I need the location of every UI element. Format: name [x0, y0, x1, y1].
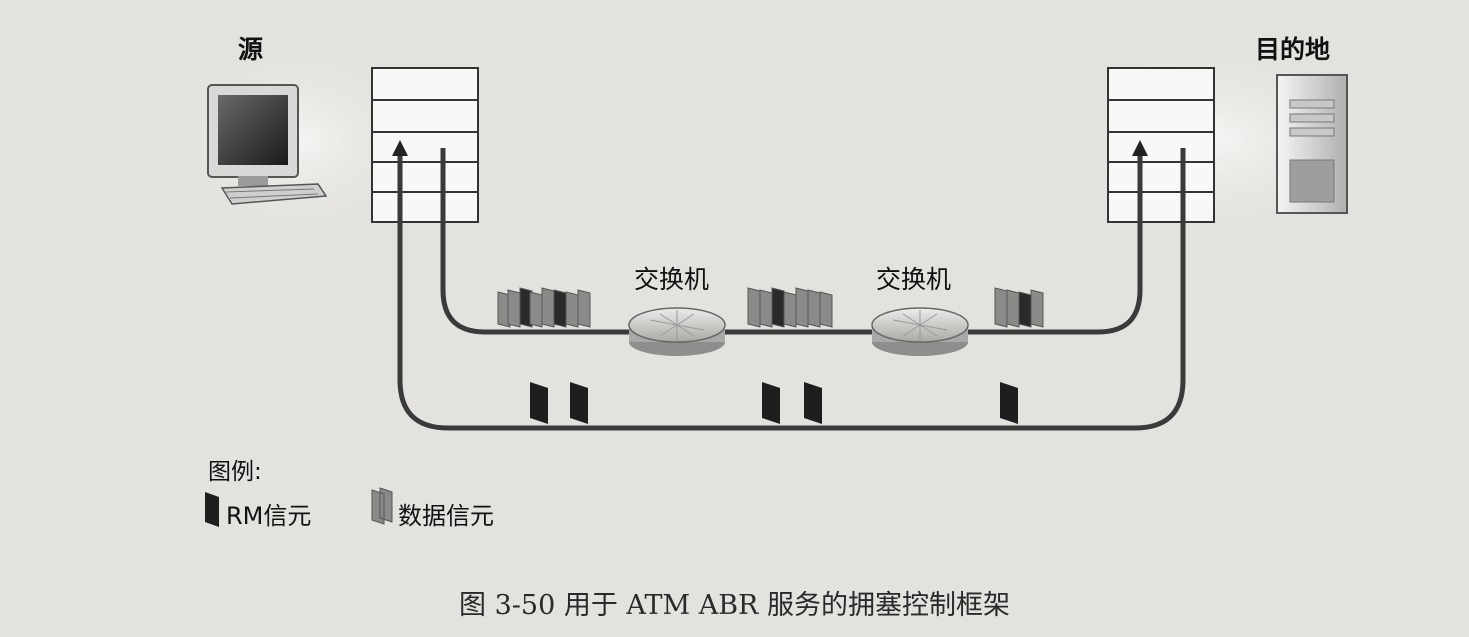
legend-rm-cell-swatch	[205, 492, 219, 527]
legend-data-cell-swatch	[371, 487, 393, 525]
switch-label-1: 交换机	[634, 265, 710, 294]
data-cell-cluster	[497, 287, 591, 328]
computer-icon	[207, 84, 328, 205]
figure-caption: 图 3-50 用于 ATM ABR 服务的拥塞控制框架	[459, 590, 1010, 621]
destination-protocol-stack	[1107, 67, 1215, 223]
legend-rm-cell-label: RM信元	[226, 502, 312, 530]
rm-cell	[530, 382, 1018, 424]
server-tower-icon	[1276, 74, 1348, 214]
switch-label-2: 交换机	[876, 265, 952, 294]
destination-label: 目的地	[1255, 35, 1331, 64]
data-cell-cluster	[994, 287, 1044, 328]
network-switch-icon	[628, 307, 726, 356]
arrow-up-destination	[1132, 140, 1148, 156]
network-switch-icon	[871, 307, 969, 356]
source-protocol-stack	[371, 67, 479, 223]
arrow-up-source	[392, 140, 408, 156]
legend-data-cell-label: 数据信元	[398, 502, 494, 530]
legend-title: 图例:	[208, 459, 262, 485]
source-label: 源	[238, 35, 264, 64]
rm-return-path	[397, 148, 1186, 431]
data-cell-cluster	[747, 287, 833, 328]
forward-data-path	[440, 148, 1143, 335]
